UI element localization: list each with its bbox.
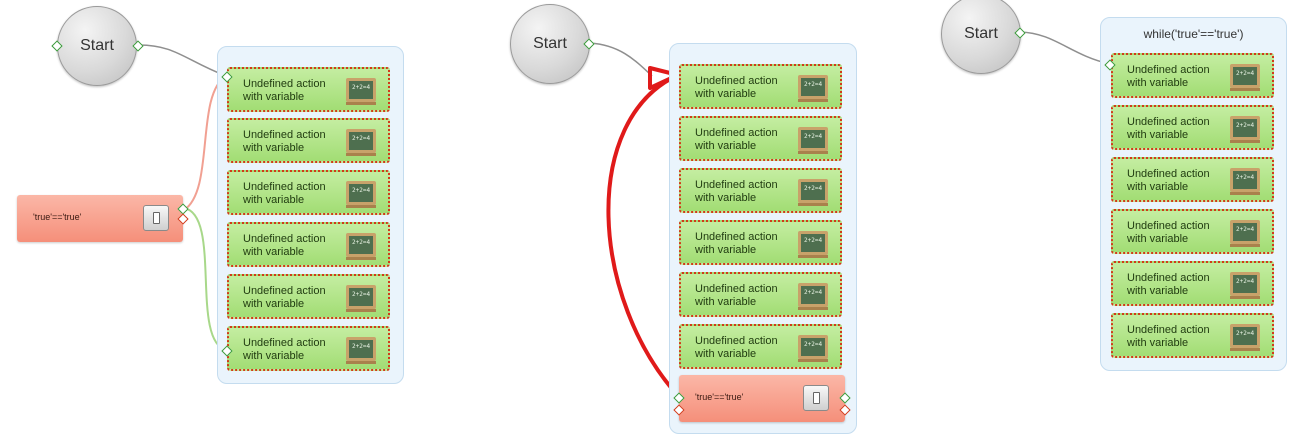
chalkboard-icon: 2+2=4 [1230, 168, 1260, 195]
chalkboard-icon: 2+2=4 [798, 127, 828, 154]
switch-icon [803, 385, 829, 411]
chalkboard-icon: 2+2=4 [1230, 324, 1260, 351]
switch-icon [143, 205, 169, 231]
chalkboard-icon: 2+2=4 [346, 78, 376, 105]
chalkboard-icon: 2+2=4 [1230, 116, 1260, 143]
start-to-container-wire [138, 44, 227, 77]
chalkboard-icon: 2+2=4 [798, 231, 828, 258]
chalkboard-icon: 2+2=4 [346, 285, 376, 312]
start-label: Start [964, 25, 998, 42]
start-label: Start [80, 37, 114, 54]
chalkboard-icon: 2+2=4 [798, 75, 828, 102]
condition-label: 'true'=='true' [33, 212, 82, 222]
condition-node[interactable]: 'true'=='true' [17, 195, 183, 242]
condition-node[interactable]: 'true'=='true' [679, 375, 845, 422]
start-label: Start [533, 35, 567, 52]
chalkboard-icon: 2+2=4 [1230, 220, 1260, 247]
chalkboard-icon: 2+2=4 [346, 337, 376, 364]
chalkboard-icon: 2+2=4 [798, 283, 828, 310]
chalkboard-icon: 2+2=4 [798, 335, 828, 362]
loop-condition-title: while('true'=='true') [1143, 27, 1244, 41]
chalkboard-icon: 2+2=4 [346, 233, 376, 260]
start-node[interactable]: Start [57, 6, 137, 86]
start-to-container-wire-2 [589, 42, 653, 77]
start-node[interactable]: Start [941, 0, 1021, 74]
chalkboard-icon: 2+2=4 [798, 179, 828, 206]
chalkboard-icon: 2+2=4 [1230, 272, 1260, 299]
chalkboard-icon: 2+2=4 [1230, 64, 1260, 91]
chalkboard-icon: 2+2=4 [346, 181, 376, 208]
start-node[interactable]: Start [510, 4, 590, 84]
chalkboard-icon: 2+2=4 [346, 129, 376, 156]
start-to-container-wire-3 [1019, 31, 1111, 65]
condition-label: 'true'=='true' [695, 392, 744, 402]
